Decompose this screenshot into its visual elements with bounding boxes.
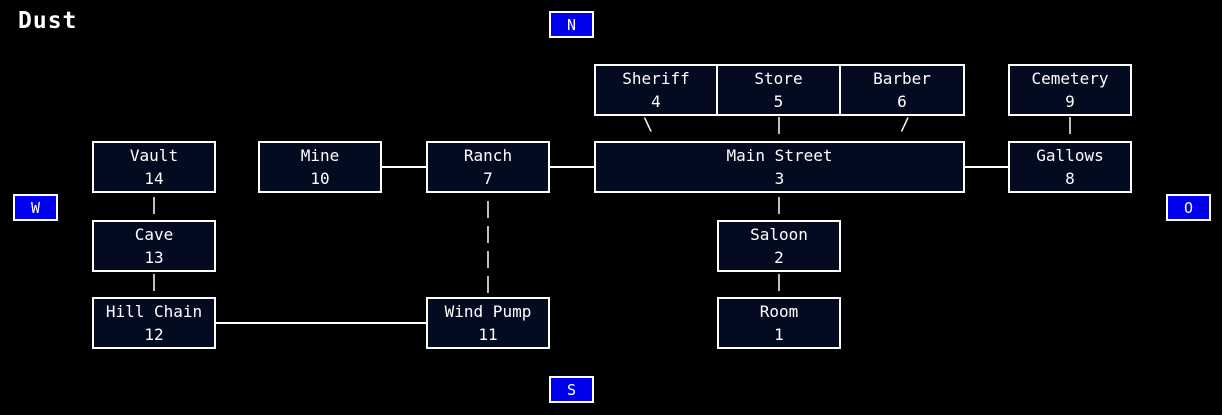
location-number: 10 [310,169,330,188]
location-number: 12 [144,325,164,344]
location-number: 8 [1065,169,1075,188]
connector-ranch-main-street [550,166,594,168]
location-box-ranch: Ranch 7 [426,141,550,193]
location-number: 7 [483,169,493,188]
location-number: 4 [651,92,661,111]
location-number: 9 [1065,92,1075,111]
location-number: 5 [773,92,784,111]
location-name: Main Street [726,146,833,165]
location-number: 2 [774,248,784,267]
compass-east-label: O [1183,198,1194,217]
location-box-saloon: Saloon 2 [717,220,841,272]
connector-barber-main-street: / [899,115,911,135]
page-title: Dust [18,8,78,34]
compass-south-label: S [566,380,577,399]
location-box-cave: Cave 13 [92,220,216,272]
location-number: 14 [144,169,164,188]
location-box-hill-chain: Hill Chain 12 [92,297,216,349]
compass-south[interactable]: S [549,376,594,403]
compass-north[interactable]: N [549,11,594,38]
connector-sheriff-main-street: \ [642,115,654,135]
location-box-gallows: Gallows 8 [1008,141,1132,193]
connector-main-street-saloon: | [773,195,785,215]
location-number: 1 [774,325,784,344]
location-number: 3 [774,169,785,188]
connector-ranch-wind-pump-dash-3: | [482,249,494,269]
location-name: Hill Chain [105,302,203,321]
location-name: Saloon [750,225,808,244]
location-name: Gallows [1036,146,1104,165]
location-name: Vault [129,146,179,165]
compass-north-label: N [566,15,577,34]
location-name: Cave [134,225,174,244]
location-name: Wind Pump [444,302,532,321]
location-box-barber: Barber 6 [839,64,965,116]
location-box-room: Room 1 [717,297,841,349]
connector-main-street-gallows [965,166,1008,168]
location-box-mine: Mine 10 [258,141,382,193]
location-number: 6 [897,92,907,111]
location-name: Mine [300,146,340,165]
connector-cave-hill-chain: | [148,272,160,292]
location-name: Barber [873,69,931,88]
location-box-cemetery: Cemetery 9 [1008,64,1132,116]
compass-west-label: W [30,198,41,217]
location-name: Sheriff [622,69,690,88]
location-box-vault: Vault 14 [92,141,216,193]
connector-saloon-room: | [773,272,785,292]
compass-east[interactable]: O [1166,194,1211,221]
location-box-wind-pump: Wind Pump 11 [426,297,550,349]
location-name: Room [759,302,799,321]
location-name: Store [754,69,803,88]
location-number: 11 [478,325,498,344]
location-name: Cemetery [1031,69,1109,88]
location-name: Ranch [463,146,513,165]
location-box-main-street: Main Street 3 [594,141,965,193]
connector-store-main-street: | [773,115,785,135]
connector-vault-cave: | [148,195,160,215]
compass-west[interactable]: W [13,194,58,221]
connector-mine-ranch [382,166,426,168]
connector-hill-chain-wind-pump [216,322,426,324]
connector-cemetery-gallows: | [1064,115,1076,135]
location-box-sheriff: Sheriff 4 [594,64,718,116]
location-number: 13 [144,248,164,267]
connector-ranch-wind-pump-dash-4: | [482,274,494,294]
connector-ranch-wind-pump-dash-1: | [482,199,494,219]
connector-ranch-wind-pump-dash-2: | [482,224,494,244]
location-box-store: Store 5 [716,64,841,116]
